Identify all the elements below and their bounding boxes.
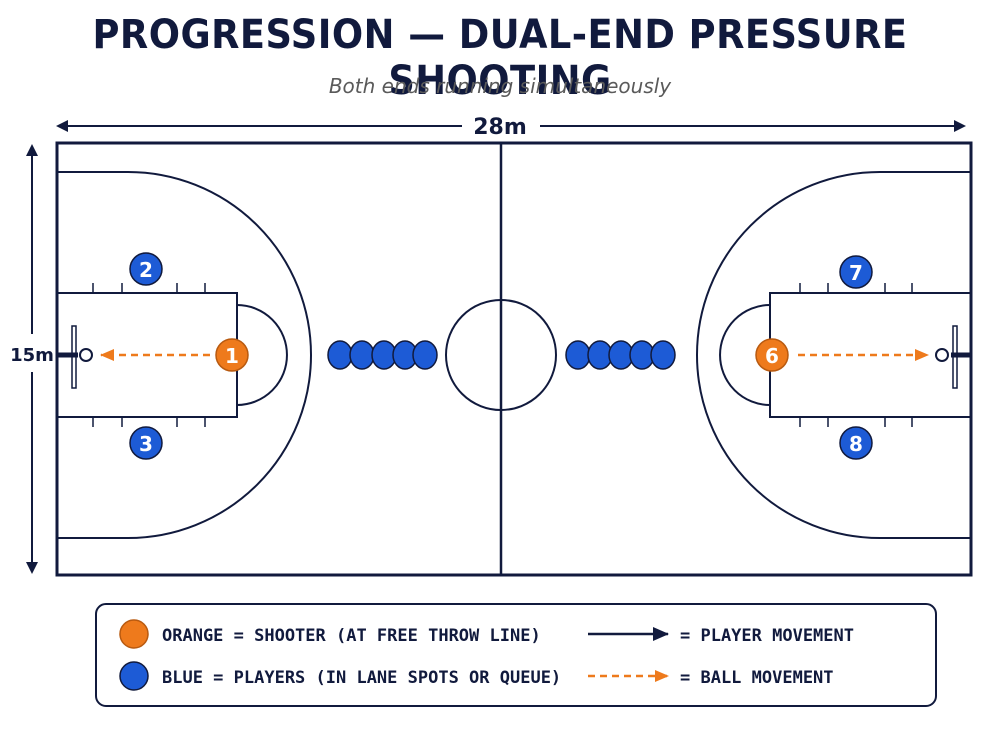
legend-box xyxy=(95,603,937,707)
right-three-point-line xyxy=(696,171,971,539)
legend-ball-movement-label: = BALL MOVEMENT xyxy=(680,668,834,688)
width-dimension: 28m xyxy=(56,115,966,140)
center-circle xyxy=(445,299,557,411)
height-dimension: 15m xyxy=(10,144,54,574)
left-queue xyxy=(327,340,438,370)
court xyxy=(55,141,973,577)
left-free-throw-semicircle xyxy=(236,304,288,406)
height-label: 15m xyxy=(10,345,54,366)
player-1: 1 xyxy=(215,338,249,372)
legend-blue-swatch xyxy=(119,661,149,691)
width-label: 28m xyxy=(473,115,527,140)
player-6: 6 xyxy=(755,338,789,372)
width-arrowhead-right xyxy=(954,120,966,132)
left-queue-player xyxy=(412,340,438,370)
player-3-number: 3 xyxy=(139,432,153,456)
player-2: 2 xyxy=(129,252,163,286)
legend-blue-label: BLUE = PLAYERS (IN LANE SPOTS OR QUEUE) xyxy=(162,668,561,688)
legend-player-movement-label: = PLAYER MOVEMENT xyxy=(680,626,854,646)
diagram-title: PROGRESSION — DUAL-END PRESSURE SHOOTING xyxy=(92,12,908,104)
right-free-throw-semicircle xyxy=(719,304,771,406)
left-queue-player xyxy=(327,340,353,370)
left-three-point-line xyxy=(57,171,312,539)
height-arrowhead-top xyxy=(26,144,38,156)
legend-orange-label: ORANGE = SHOOTER (AT FREE THROW LINE) xyxy=(162,626,541,646)
player-6-number: 6 xyxy=(765,344,779,368)
right-queue xyxy=(565,340,676,370)
legend-orange-swatch xyxy=(119,619,149,649)
right-queue-player xyxy=(565,340,591,370)
right-hoop xyxy=(935,348,949,362)
player-1-number: 1 xyxy=(225,344,239,368)
player-7: 7 xyxy=(839,255,873,289)
left-lane-marks xyxy=(92,283,206,427)
court-boundary xyxy=(55,141,973,577)
player-7-number: 7 xyxy=(849,261,863,285)
right-queue-player xyxy=(650,340,676,370)
left-hoop xyxy=(79,348,93,362)
diagram-subtitle: Both ends running simultaneously xyxy=(328,74,672,98)
player-8-number: 8 xyxy=(849,432,863,456)
player-2-number: 2 xyxy=(139,258,153,282)
left-queue-player xyxy=(349,340,375,370)
player-8: 8 xyxy=(839,426,873,460)
right-lane-marks xyxy=(799,283,913,427)
player-3: 3 xyxy=(129,426,163,460)
height-arrowhead-bottom xyxy=(26,562,38,574)
legend: ORANGE = SHOOTER (AT FREE THROW LINE) BL… xyxy=(95,603,937,707)
